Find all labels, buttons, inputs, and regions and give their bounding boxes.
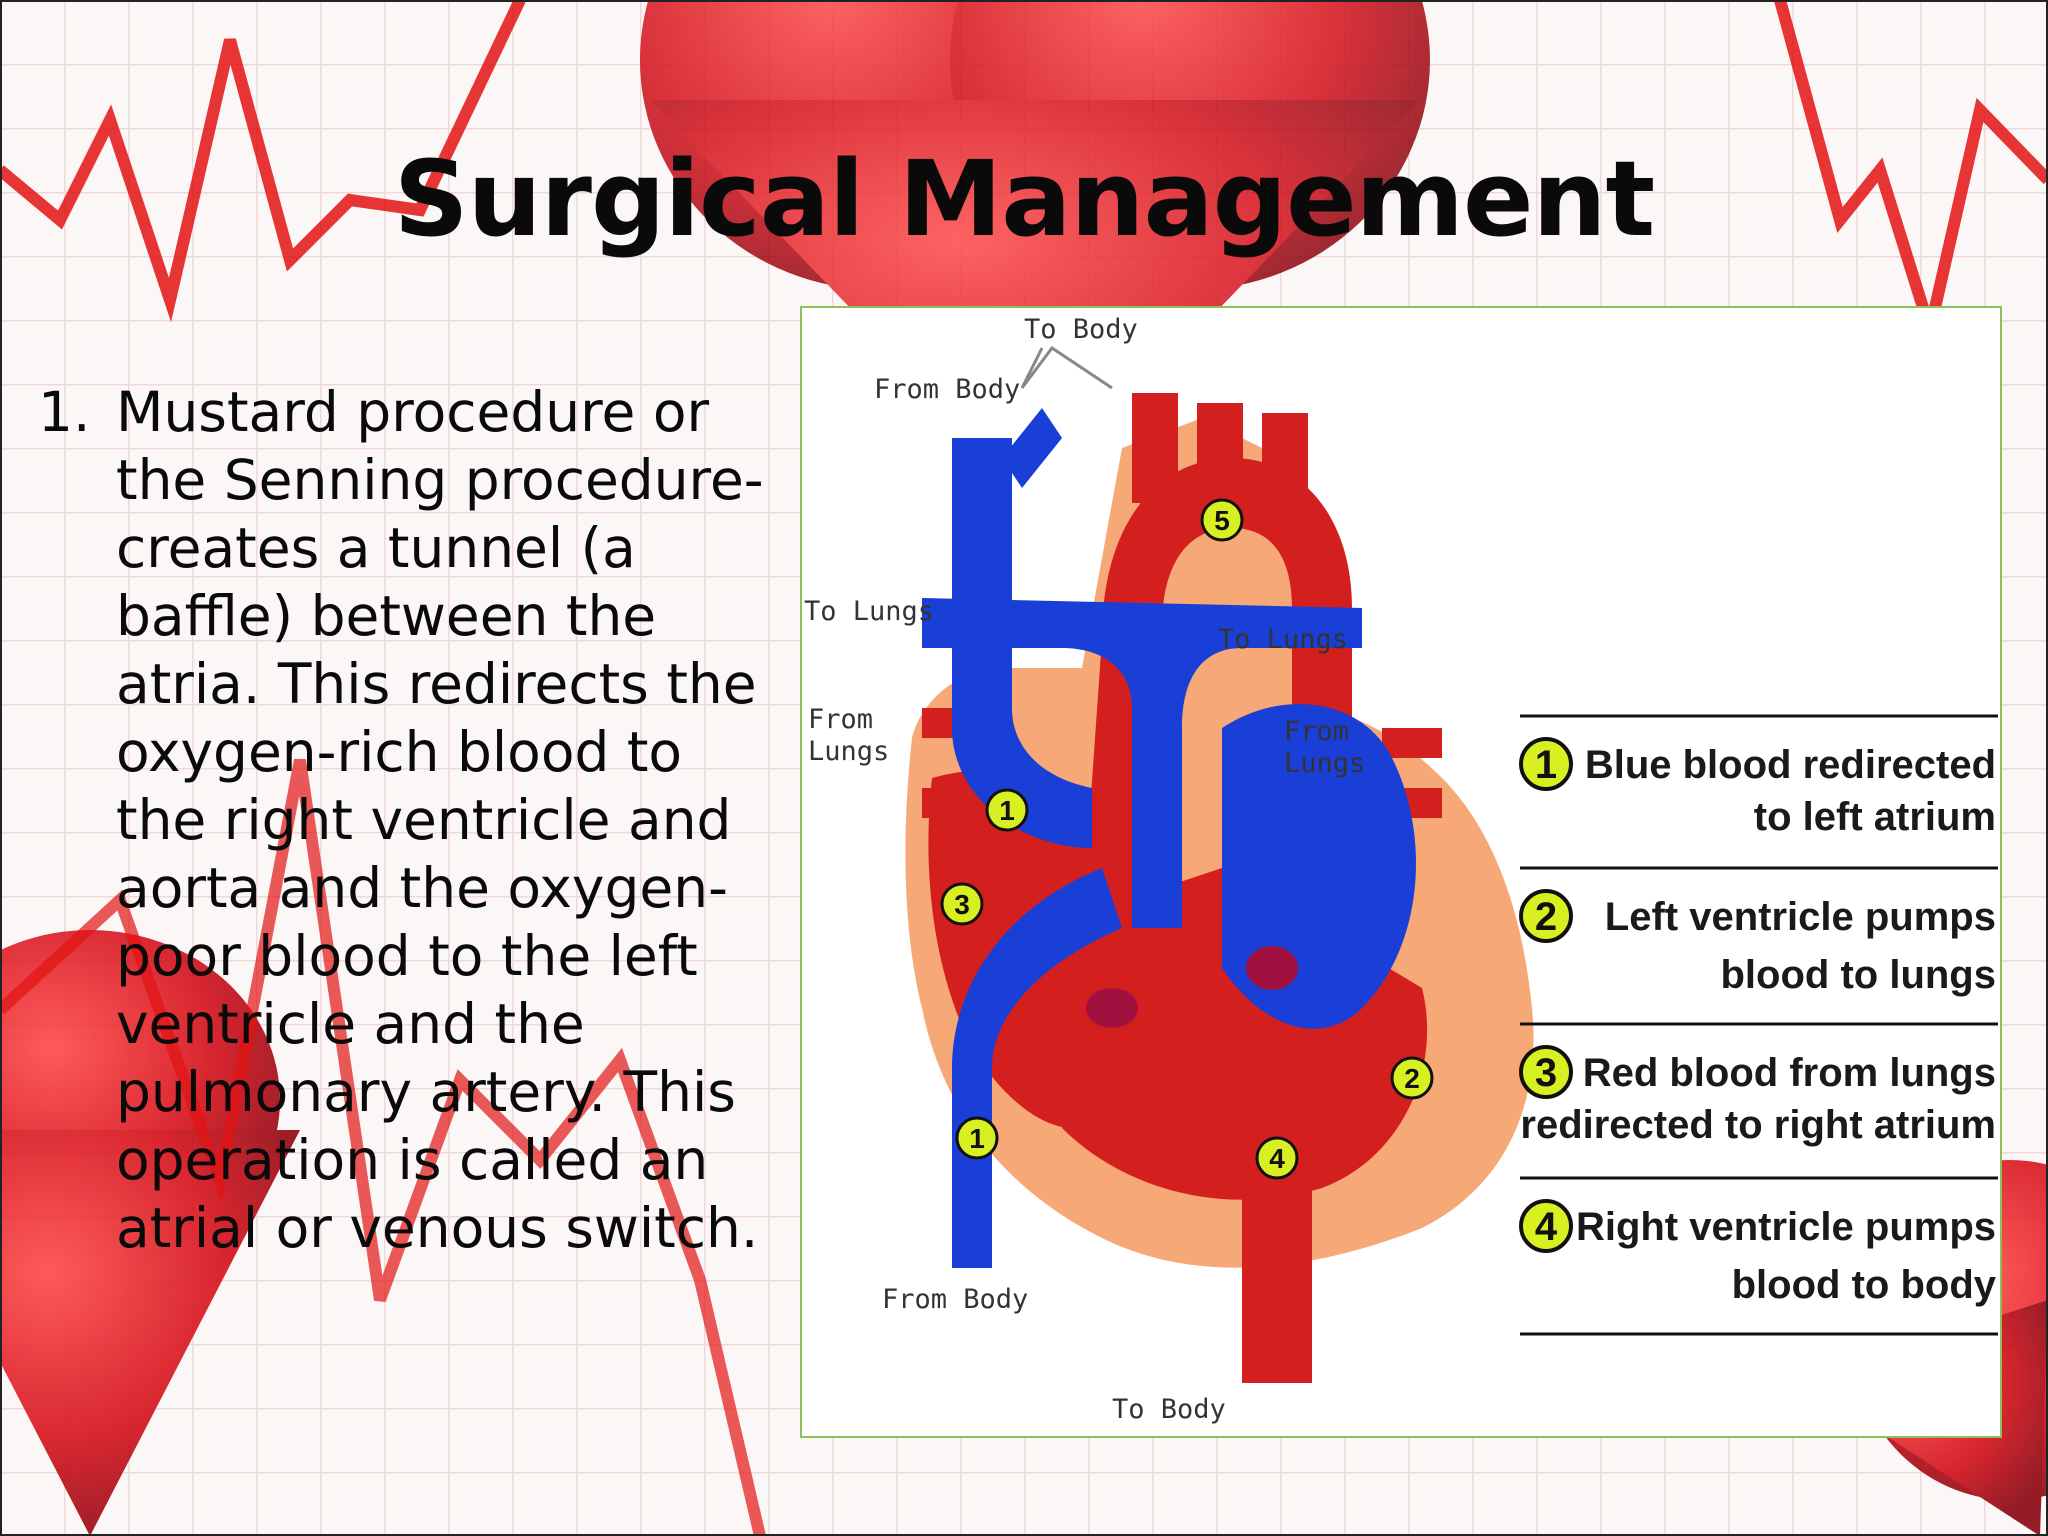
svg-text:2: 2 xyxy=(1404,1063,1420,1094)
svg-text:3: 3 xyxy=(1535,1051,1557,1095)
legend-item: 3 Red blood from lungs redirected to rig… xyxy=(1519,1045,1996,1147)
svg-text:Red blood from lungs: Red blood from lungs xyxy=(1583,1051,1996,1095)
ecg-line-top xyxy=(0,0,526,323)
badge-2: 2 xyxy=(1390,1056,1434,1100)
body-line: Mustard procedure or xyxy=(116,380,710,444)
legend-item: 2 Left ventricle pumps blood to lungs xyxy=(1519,889,1997,997)
body-line: ventricle and the xyxy=(116,992,585,1056)
svg-text:1: 1 xyxy=(999,795,1015,826)
label-to-lungs-right: To Lungs xyxy=(1218,624,1348,655)
label-from-lungs-left: From xyxy=(808,704,873,735)
label-pointer xyxy=(1020,345,1113,390)
svg-text:3: 3 xyxy=(954,889,970,920)
body-line: the Senning procedure- xyxy=(116,448,764,512)
svg-text:5: 5 xyxy=(1214,505,1230,536)
badge-5: 5 xyxy=(1200,498,1244,542)
body-line: oxygen-rich blood to xyxy=(116,720,683,784)
svg-text:Left ventricle pumps: Left ventricle pumps xyxy=(1605,895,1996,939)
label-to-lungs-left: To Lungs xyxy=(804,596,934,627)
svg-text:Blue blood redirected: Blue blood redirected xyxy=(1585,743,1996,787)
label-to-body-top: To Body xyxy=(1024,314,1138,345)
svg-text:2: 2 xyxy=(1535,895,1557,939)
svg-text:blood to lungs: blood to lungs xyxy=(1721,953,1997,997)
badge-4: 4 xyxy=(1255,1136,1299,1180)
aorta-branch xyxy=(1197,403,1243,503)
svg-text:4: 4 xyxy=(1535,1205,1558,1249)
label-from-lungs-right: From xyxy=(1284,716,1349,747)
inferior-vena-cava-blue xyxy=(952,868,1122,1268)
badge-3: 3 xyxy=(940,882,984,926)
svg-text:redirected to right atrium: redirected to right atrium xyxy=(1520,1103,1996,1147)
label-from-body-bottom: From Body xyxy=(882,1284,1028,1315)
legend-item: 4 Right ventricle pumps blood to body xyxy=(1519,1199,1997,1307)
legend: 1 Blue blood redirected to left atrium 2… xyxy=(1519,714,1998,1336)
superior-vena-cava-blue xyxy=(952,438,1092,848)
pulmonary-artery-blue xyxy=(922,598,1362,928)
heart-diagram-svg: 1 3 5 2 1 4 To Body From Body To Lungs T… xyxy=(804,314,1998,1425)
badge-1-lower: 1 xyxy=(955,1116,999,1160)
label-from-lungs-left: Lungs xyxy=(808,736,889,767)
body-line: atria. This redirects the xyxy=(116,652,757,716)
body-line: the right ventricle and xyxy=(116,788,732,852)
body-line: baffle) between the xyxy=(116,584,657,648)
body-line: poor blood to the left xyxy=(116,924,698,988)
svg-text:1: 1 xyxy=(1535,743,1557,787)
svg-text:4: 4 xyxy=(1269,1143,1285,1174)
label-from-lungs-right: Lungs xyxy=(1284,748,1365,779)
badge-1-upper: 1 xyxy=(985,788,1029,832)
heart-top-decoration xyxy=(640,0,1430,500)
body-line: atrial or venous switch. xyxy=(116,1196,759,1260)
label-to-body-bottom: To Body xyxy=(1112,1394,1226,1425)
list-number: 1. xyxy=(38,380,91,444)
label-from-body-top: From Body xyxy=(874,374,1020,405)
pulmonary-vein-right xyxy=(1382,728,1442,758)
body-line: creates a tunnel (a xyxy=(116,516,636,580)
valve-icon xyxy=(1086,988,1138,1028)
descending-aorta xyxy=(1242,1188,1312,1383)
svc-branch-blue xyxy=(1002,408,1062,488)
slide-title: Surgical Management xyxy=(393,138,1656,260)
aorta-branch xyxy=(1132,393,1178,503)
body-line: pulmonary artery. This xyxy=(116,1060,736,1124)
body-line: operation is called an xyxy=(116,1128,709,1192)
svg-text:blood to body: blood to body xyxy=(1732,1263,1997,1307)
legend-item: 1 Blue blood redirected to left atrium xyxy=(1519,737,1996,839)
heart-diagram: 1 3 5 2 1 4 To Body From Body To Lungs T… xyxy=(800,306,2002,1438)
procedure-description: 1. Mustard procedure or the Senning proc… xyxy=(38,378,808,1262)
body-line: aorta and the oxygen- xyxy=(116,856,728,920)
svg-text:1: 1 xyxy=(969,1123,985,1154)
ecg-line-right xyxy=(1774,0,2048,354)
ecg-line-bottom xyxy=(0,758,766,1536)
heart-left-decoration xyxy=(0,930,300,1536)
pulmonary-vein-left xyxy=(922,788,962,818)
svg-text:to left atrium: to left atrium xyxy=(1754,795,1996,839)
valve-icon xyxy=(1246,946,1298,990)
aorta-branch xyxy=(1262,413,1308,513)
svg-text:Right ventricle pumps: Right ventricle pumps xyxy=(1576,1205,1996,1249)
